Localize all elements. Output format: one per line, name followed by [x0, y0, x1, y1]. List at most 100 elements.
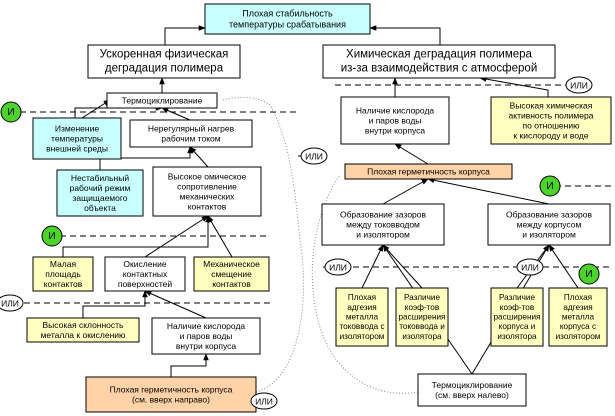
and-gate-icon: [578, 263, 600, 285]
cause-arrow: [164, 25, 206, 45]
cause-arrow: [62, 215, 211, 257]
node-text-line: Образование зазоров: [506, 209, 593, 219]
node-text-line: рабочим током: [161, 134, 220, 144]
node-text-line: смещение: [211, 269, 252, 279]
gate-label: ИЛИ: [329, 263, 347, 273]
node-text-line: корпуса и: [499, 322, 536, 331]
node-box: [490, 96, 612, 145]
gate-line-layer: [20, 84, 612, 304]
node-text-line: деградация полимера: [105, 62, 224, 74]
node-text-line: изолятором: [340, 332, 385, 341]
node-text-line: внешней среды: [46, 144, 108, 154]
node-text-line: Химическая деградация полимера: [346, 49, 532, 61]
node-box: [32, 117, 122, 160]
node-text-line: изолятора: [402, 332, 442, 341]
node-text-line: и изолятором: [522, 230, 576, 240]
node-text-line: Образование зазоров: [340, 209, 427, 219]
node-text-line: Малая: [50, 259, 77, 269]
node-box: [151, 317, 261, 355]
node-text-line: Различие: [499, 293, 536, 302]
or-gate-icon: [565, 76, 593, 94]
node-text-line: Нестабильный: [71, 173, 129, 183]
cause-arrow: [361, 244, 384, 289]
gate-label: И: [7, 107, 14, 118]
and-gate-and2: И: [41, 225, 63, 247]
or-gate-or6: ИЛИ: [250, 392, 278, 410]
node-text-line: контактов: [188, 202, 227, 212]
node-box: [56, 169, 144, 217]
node-text-line: внутри корпуса: [176, 341, 236, 351]
and-gate-icon: [539, 175, 561, 197]
cause-arrow: [369, 25, 441, 45]
node-box: [85, 376, 257, 413]
or-gate-icon: [516, 258, 544, 276]
node-text-line: (см. вверх направо): [132, 395, 210, 405]
node-text-line: изолятора: [497, 332, 537, 341]
or-gate-or5: ИЛИ: [516, 258, 544, 276]
gate-label: ИЛИ: [1, 299, 19, 309]
node-text-line: металла к окислению: [41, 330, 126, 340]
node-box: [321, 203, 445, 246]
node-text-line: температуры: [51, 134, 103, 144]
node-text-line: объекта: [84, 203, 116, 213]
or-gate-icon: [324, 258, 352, 276]
and-gate-and4: И: [578, 263, 600, 285]
node-text-line: Плохая герметичность корпуса: [110, 384, 233, 394]
node-poorseal2: Плохая герметичность корпуса: [344, 163, 513, 180]
cause-arrow: [479, 76, 549, 97]
node-poorseal1: Плохая герметичность корпуса(см. вверх н…: [85, 376, 257, 413]
node-text-line: сопротивление: [177, 181, 237, 191]
node-box: [490, 287, 544, 347]
or-gate-icon: [250, 392, 278, 410]
node-text-line: контактных: [123, 269, 168, 279]
node-text-line: Плохая: [348, 293, 376, 302]
node-thermo1: Термоциклирование: [106, 92, 218, 109]
node-text-line: Изменение: [55, 123, 99, 133]
node-text-line: Высокая химическая: [510, 100, 593, 110]
node-text-line: (см. вверх налево): [435, 390, 509, 400]
node-text-line: металла: [346, 313, 379, 322]
node-text-line: Плохая герметичность корпуса: [367, 167, 490, 177]
node-text-line: контактов: [44, 279, 83, 289]
or-gate-or2: ИЛИ: [0, 294, 24, 312]
gate-label: ИЛИ: [255, 397, 273, 407]
node-text-line: корпуса с: [560, 322, 596, 331]
node-box: [344, 163, 513, 180]
node-text-line: Термоциклирование: [122, 96, 203, 106]
node-text-line: механических: [180, 192, 236, 202]
gate-label: И: [546, 181, 553, 192]
node-text-line: и паров воды: [180, 331, 233, 341]
node-highohm: Высокое омическоесопротивлениемеханическ…: [152, 166, 262, 217]
node-text-line: Различие: [404, 293, 441, 302]
node-box: [487, 203, 611, 246]
node-text-line: из-за взаимодействия с атмосферой: [341, 62, 538, 74]
or-gate-or4: ИЛИ: [324, 258, 352, 276]
node-text-line: расширения: [399, 313, 446, 322]
node-text-line: Ускоренная физическая: [100, 49, 229, 61]
node-box: [322, 44, 556, 79]
node-text-line: площадь: [45, 269, 81, 279]
or-gate-icon: [0, 294, 24, 312]
node-box: [395, 287, 449, 347]
node-text-line: поверхностей: [118, 279, 173, 289]
node-text-line: между корпусом: [517, 220, 582, 230]
cause-arrow: [427, 177, 550, 205]
cause-arrow: [382, 244, 423, 289]
node-text-line: и паров воды: [369, 116, 422, 126]
node-box: [417, 373, 527, 407]
cause-arrow: [81, 99, 111, 119]
node-text-line: коэф-тов: [405, 303, 439, 312]
node-text-line: металла: [562, 313, 595, 322]
node-text-line: и изолятором: [356, 230, 410, 240]
node-text-line: Нерегулярный нагрев: [148, 123, 235, 133]
node-box: [26, 317, 140, 343]
node-box: [335, 287, 389, 347]
